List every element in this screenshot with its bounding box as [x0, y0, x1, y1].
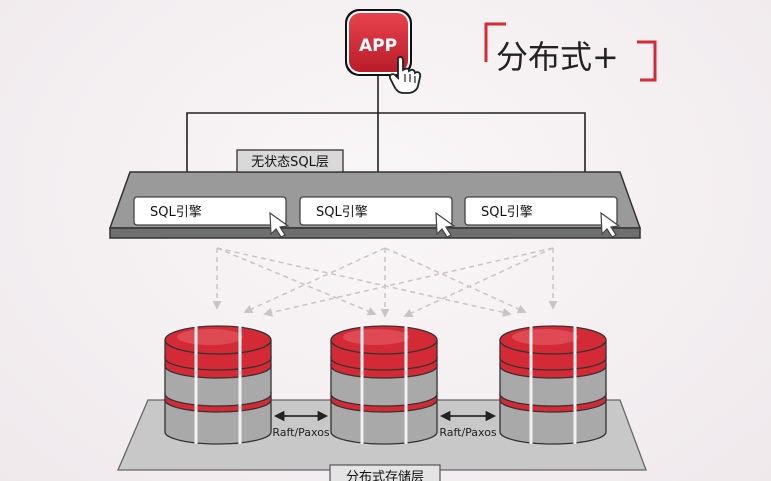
engine-storage-connectors [212, 247, 558, 318]
sql-engine-label: SQL引擎 [150, 205, 202, 220]
title-bracket-right [637, 40, 657, 82]
raft-links: Raft/Paxos Raft/Paxos [272, 410, 497, 439]
app-button[interactable] [347, 11, 410, 74]
storage-layer-tab [329, 464, 441, 481]
database-node-1 [164, 325, 272, 445]
pointer-icon [269, 211, 621, 238]
database-nodes [164, 325, 607, 445]
title-bracket-left [484, 22, 506, 62]
hand-cursor-icon [388, 56, 422, 94]
app-connectors [181, 76, 591, 191]
storage-layer-label: 分布式存储层 [346, 470, 424, 481]
sql-layer: 无状态SQL层 SQL引擎 SQL引擎 SQL引擎 [108, 149, 642, 239]
sql-layer-label: 无状态SQL层 [251, 155, 329, 170]
sql-engine-1[interactable]: SQL引擎 [133, 196, 287, 226]
title-group: 分布式+ [484, 22, 657, 82]
sql-layer-tab [236, 149, 344, 173]
sql-engine-3[interactable]: SQL引擎 [464, 196, 618, 226]
sql-engine-label: SQL引擎 [316, 205, 368, 220]
sql-engine-label: SQL引擎 [481, 205, 533, 220]
sql-engine-2[interactable]: SQL引擎 [299, 196, 453, 226]
database-node-2 [330, 325, 438, 445]
app-label: APP [359, 36, 397, 56]
raft-link-label: Raft/Paxos [439, 426, 497, 439]
app-node[interactable]: APP [345, 9, 412, 76]
sql-layer-edge [109, 227, 641, 239]
diagram-title: 分布式+ [496, 38, 619, 76]
connector-right [378, 112, 591, 191]
raft-link-label: Raft/Paxos [272, 426, 330, 439]
database-node-3 [499, 325, 607, 445]
connector-left [181, 112, 378, 191]
